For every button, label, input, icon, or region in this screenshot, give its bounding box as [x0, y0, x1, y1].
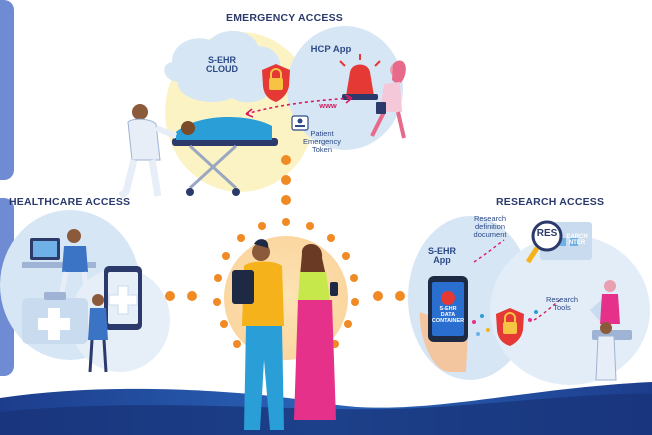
stretcher-patient [172, 116, 278, 196]
dot-path-vertical [281, 155, 291, 205]
tools-line2: Tools [553, 302, 571, 312]
s-ehr-cloud-label: S-EHR CLOUD [200, 55, 244, 75]
data-particles [472, 310, 538, 336]
left-panel-top [0, 0, 14, 180]
s-ehr-app-line2: App [433, 255, 451, 266]
hcp-woman-figure [370, 60, 406, 139]
token-card-icon [291, 115, 309, 131]
res-logo-label: RES [536, 228, 558, 239]
research-access-heading: RESEARCH ACCESS [496, 196, 605, 208]
research-hand-phone [419, 276, 468, 372]
research-tools-label: Research Tools [542, 296, 582, 312]
central-woman [294, 243, 338, 420]
s-ehr-app-label: S-EHR App [422, 246, 462, 266]
container-line1: S-EHR [439, 306, 457, 312]
sign-line2: NTER [568, 240, 586, 247]
research-definition-arrow [473, 239, 505, 263]
paramedic-figure [118, 104, 178, 199]
magnifier-icon [525, 220, 563, 264]
research-shield-icon [496, 308, 524, 346]
healthcare-doctor-desk [22, 229, 96, 303]
dot-path-right [373, 291, 405, 301]
patient-emergency-token-label: Patient Emergency Token [300, 130, 344, 154]
definition-line1: Research [473, 214, 507, 223]
s-ehr-app-line1: S-EHR [427, 246, 456, 256]
health-phone [104, 266, 142, 330]
hcp-app-label: HCP App [310, 44, 352, 55]
container-line3: CONTAINER [431, 317, 465, 324]
healthcare-access-heading: HEALTHCARE ACCESS [9, 196, 131, 208]
nurse-figure [88, 294, 108, 373]
token-line1: Patient [310, 129, 334, 138]
central-man [232, 239, 284, 430]
s-ehr-cloud-line2: CLOUD [206, 64, 238, 75]
medical-kit [22, 292, 88, 344]
www-link-arrow [245, 94, 353, 118]
sign-line1: EARCH [566, 234, 588, 240]
container-line2: DATA [440, 311, 456, 318]
research-tools-arrow [533, 299, 561, 321]
microscope-scientists [590, 280, 632, 381]
s-ehr-cloud-line1: S-EHR [207, 55, 236, 65]
www-label: www [319, 101, 337, 110]
token-line2: Emergency [303, 136, 341, 146]
s-ehr-data-container-label: S-EHR DATA CONTAINER [430, 306, 466, 324]
definition-line3: document [473, 229, 507, 239]
emergency-access-heading: EMERGENCY ACCESS [226, 12, 343, 24]
definition-line2: definition [474, 221, 506, 231]
tools-line1: Research [545, 295, 579, 304]
cloud-shield-icon [262, 64, 290, 102]
emergency-blobs [164, 26, 403, 192]
research-definition-label: Research definition document [468, 215, 512, 239]
token-line3: Token [311, 144, 332, 154]
research-center-sign: EARCH NTER [562, 234, 592, 247]
